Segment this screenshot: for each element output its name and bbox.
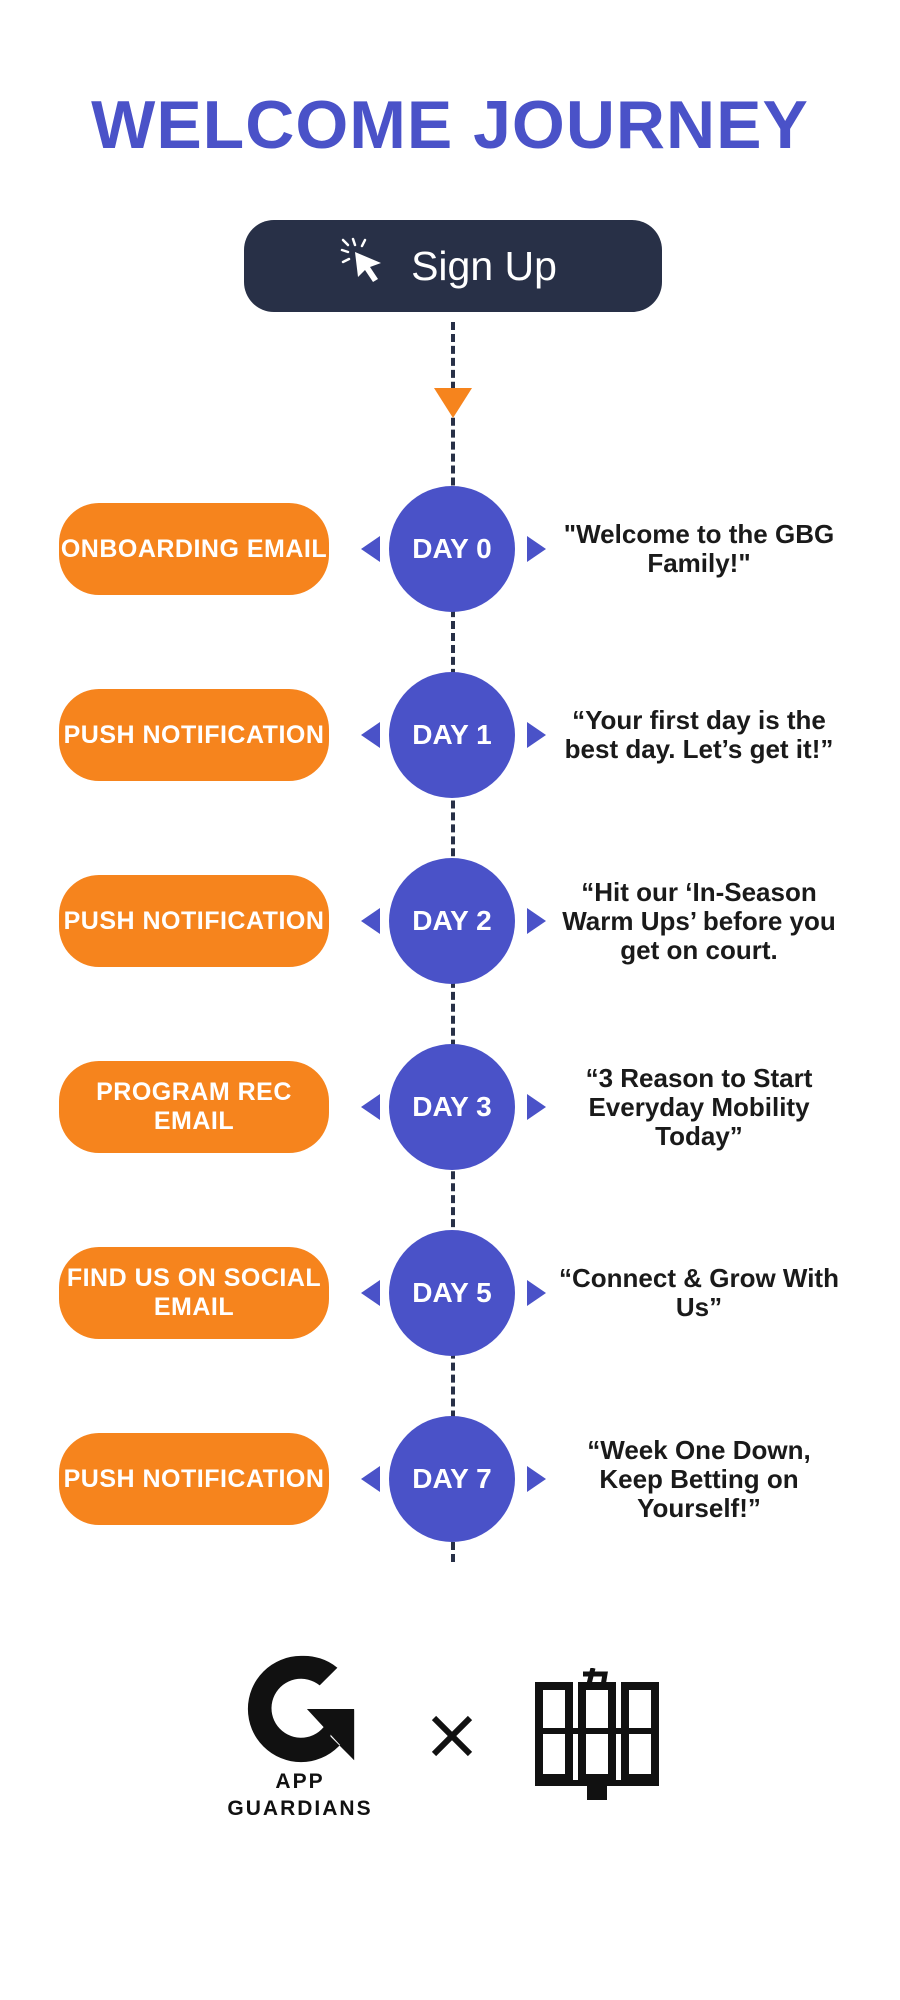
message-text: “3 Reason to Start Everyday Mobility Tod… [585, 1062, 813, 1151]
times-icon [431, 1715, 473, 1757]
left-triangle-icon [361, 1094, 380, 1120]
right-triangle-icon [527, 1094, 546, 1120]
action-pill: PROGRAM REC EMAIL [59, 1061, 329, 1153]
day-circle: DAY 5 [389, 1230, 515, 1356]
app-guardians-logo [247, 1655, 355, 1763]
sign-up-label: Sign Up [411, 242, 557, 289]
app-guardians-wordmark: APP GUARDIANS [227, 1770, 373, 1820]
cursor-click-icon [339, 236, 389, 296]
right-triangle-icon [527, 1466, 546, 1492]
action-pill: ONBOARDING EMAIL [59, 503, 329, 595]
day-circle: DAY 7 [389, 1416, 515, 1542]
action-pill: FIND US ON SOCIAL EMAIL [59, 1247, 329, 1339]
left-triangle-icon [361, 908, 380, 934]
right-triangle-icon [527, 536, 546, 562]
right-triangle-icon [527, 1280, 546, 1306]
right-triangle-icon [527, 908, 546, 934]
down-arrow-icon [434, 388, 472, 418]
message-text: “Connect & Grow With Us” [559, 1263, 839, 1322]
journey-step: PUSH NOTIFICATION DAY 1 “Your first day … [0, 672, 900, 798]
left-triangle-icon [361, 536, 380, 562]
left-triangle-icon [361, 1280, 380, 1306]
message-text: "Welcome to the GBG Family!" [563, 519, 835, 578]
day-circle: DAY 0 [389, 486, 515, 612]
journey-step: FIND US ON SOCIAL EMAIL DAY 5 “Connect &… [0, 1230, 900, 1356]
message-text: “Week One Down, Keep Betting on Yourself… [587, 1434, 811, 1523]
sign-up-box: Sign Up [244, 220, 662, 312]
right-triangle-icon [527, 722, 546, 748]
message-text: “Your first day is the best day. Let’s g… [564, 705, 834, 764]
journey-step: PROGRAM REC EMAIL DAY 3 “3 Reason to Sta… [0, 1044, 900, 1170]
action-pill: PUSH NOTIFICATION [59, 875, 329, 967]
journey-step: ONBOARDING EMAIL DAY 0 "Welcome to the G… [0, 486, 900, 612]
left-triangle-icon [361, 722, 380, 748]
page-title: WELCOME JOURNEY [91, 87, 809, 163]
day-circle: DAY 3 [389, 1044, 515, 1170]
day-circle: DAY 2 [389, 858, 515, 984]
action-pill: PUSH NOTIFICATION [59, 689, 329, 781]
gbg-logo [535, 1668, 659, 1800]
left-triangle-icon [361, 1466, 380, 1492]
journey-step: PUSH NOTIFICATION DAY 2 “Hit our ‘In-Sea… [0, 858, 900, 984]
message-text: “Hit our ‘In-Season Warm Ups’ before you… [562, 876, 836, 965]
journey-step: PUSH NOTIFICATION DAY 7 “Week One Down, … [0, 1416, 900, 1542]
day-circle: DAY 1 [389, 672, 515, 798]
action-pill: PUSH NOTIFICATION [59, 1433, 329, 1525]
